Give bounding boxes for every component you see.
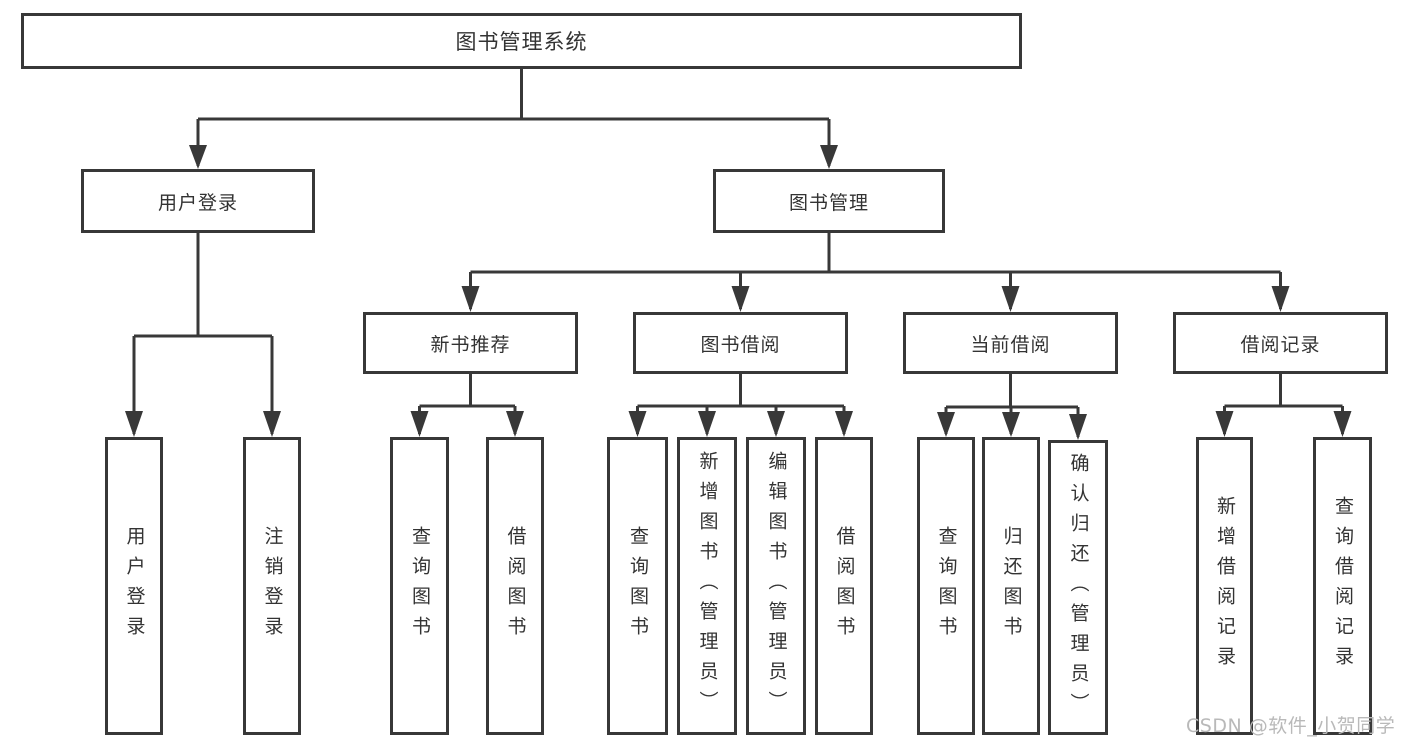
node-return-book: 归还图书 — [982, 437, 1040, 735]
node-new-book-recommend: 新书推荐 — [363, 312, 578, 374]
node-borrow-records: 借阅记录 — [1173, 312, 1388, 374]
node-recommend-query-books: 查询图书 — [390, 437, 449, 735]
node-book-borrow-label: 图书借阅 — [700, 333, 781, 356]
node-logout-label: 注销登录 — [261, 526, 284, 646]
node-add-borrow-record-label: 新增借阅记录 — [1214, 496, 1236, 676]
node-library-system-label: 图书管理系统 — [455, 30, 588, 54]
node-current-query-books: 查询图书 — [917, 437, 975, 735]
node-book-management: 图书管理 — [713, 169, 945, 233]
node-book-borrow: 图书借阅 — [633, 312, 848, 374]
node-query-borrow-record: 查询借阅记录 — [1313, 437, 1372, 735]
node-current-borrow: 当前借阅 — [903, 312, 1118, 374]
node-current-borrow-label: 当前借阅 — [970, 333, 1051, 356]
node-user-login-leaf-label: 用户登录 — [123, 526, 146, 646]
node-recommend-borrow-books-label: 借阅图书 — [504, 526, 527, 646]
node-user-login-label: 用户登录 — [157, 191, 238, 214]
node-add-borrow-record: 新增借阅记录 — [1196, 437, 1253, 735]
node-confirm-return-admin-label: 确认归还（管理员） — [1067, 452, 1090, 723]
node-confirm-return-admin: 确认归还（管理员） — [1048, 440, 1108, 735]
node-recommend-borrow-books: 借阅图书 — [486, 437, 544, 735]
node-query-borrow-record-label: 查询借阅记录 — [1332, 496, 1354, 676]
node-borrow-records-label: 借阅记录 — [1240, 333, 1321, 356]
node-edit-book-admin: 编辑图书（管理员） — [746, 437, 806, 735]
node-add-book-admin-label: 新增图书（管理员） — [696, 451, 719, 721]
node-borrow-books-label: 借阅图书 — [833, 526, 856, 646]
watermark: CSDN @软件_小贺同学 — [1186, 715, 1396, 737]
node-current-query-books-label: 查询图书 — [935, 526, 958, 646]
node-library-system: 图书管理系统 — [21, 13, 1022, 69]
node-borrow-query-books: 查询图书 — [607, 437, 668, 735]
node-logout: 注销登录 — [243, 437, 301, 735]
node-user-login: 用户登录 — [81, 169, 315, 233]
node-add-book-admin: 新增图书（管理员） — [677, 437, 737, 735]
node-recommend-query-books-label: 查询图书 — [409, 526, 431, 646]
node-new-book-recommend-label: 新书推荐 — [430, 333, 511, 356]
node-borrow-query-books-label: 查询图书 — [627, 526, 649, 646]
node-book-management-label: 图书管理 — [788, 191, 869, 214]
node-return-book-label: 归还图书 — [1000, 526, 1023, 646]
node-edit-book-admin-label: 编辑图书（管理员） — [765, 451, 788, 721]
node-borrow-books: 借阅图书 — [815, 437, 873, 735]
node-user-login-leaf: 用户登录 — [105, 437, 163, 735]
